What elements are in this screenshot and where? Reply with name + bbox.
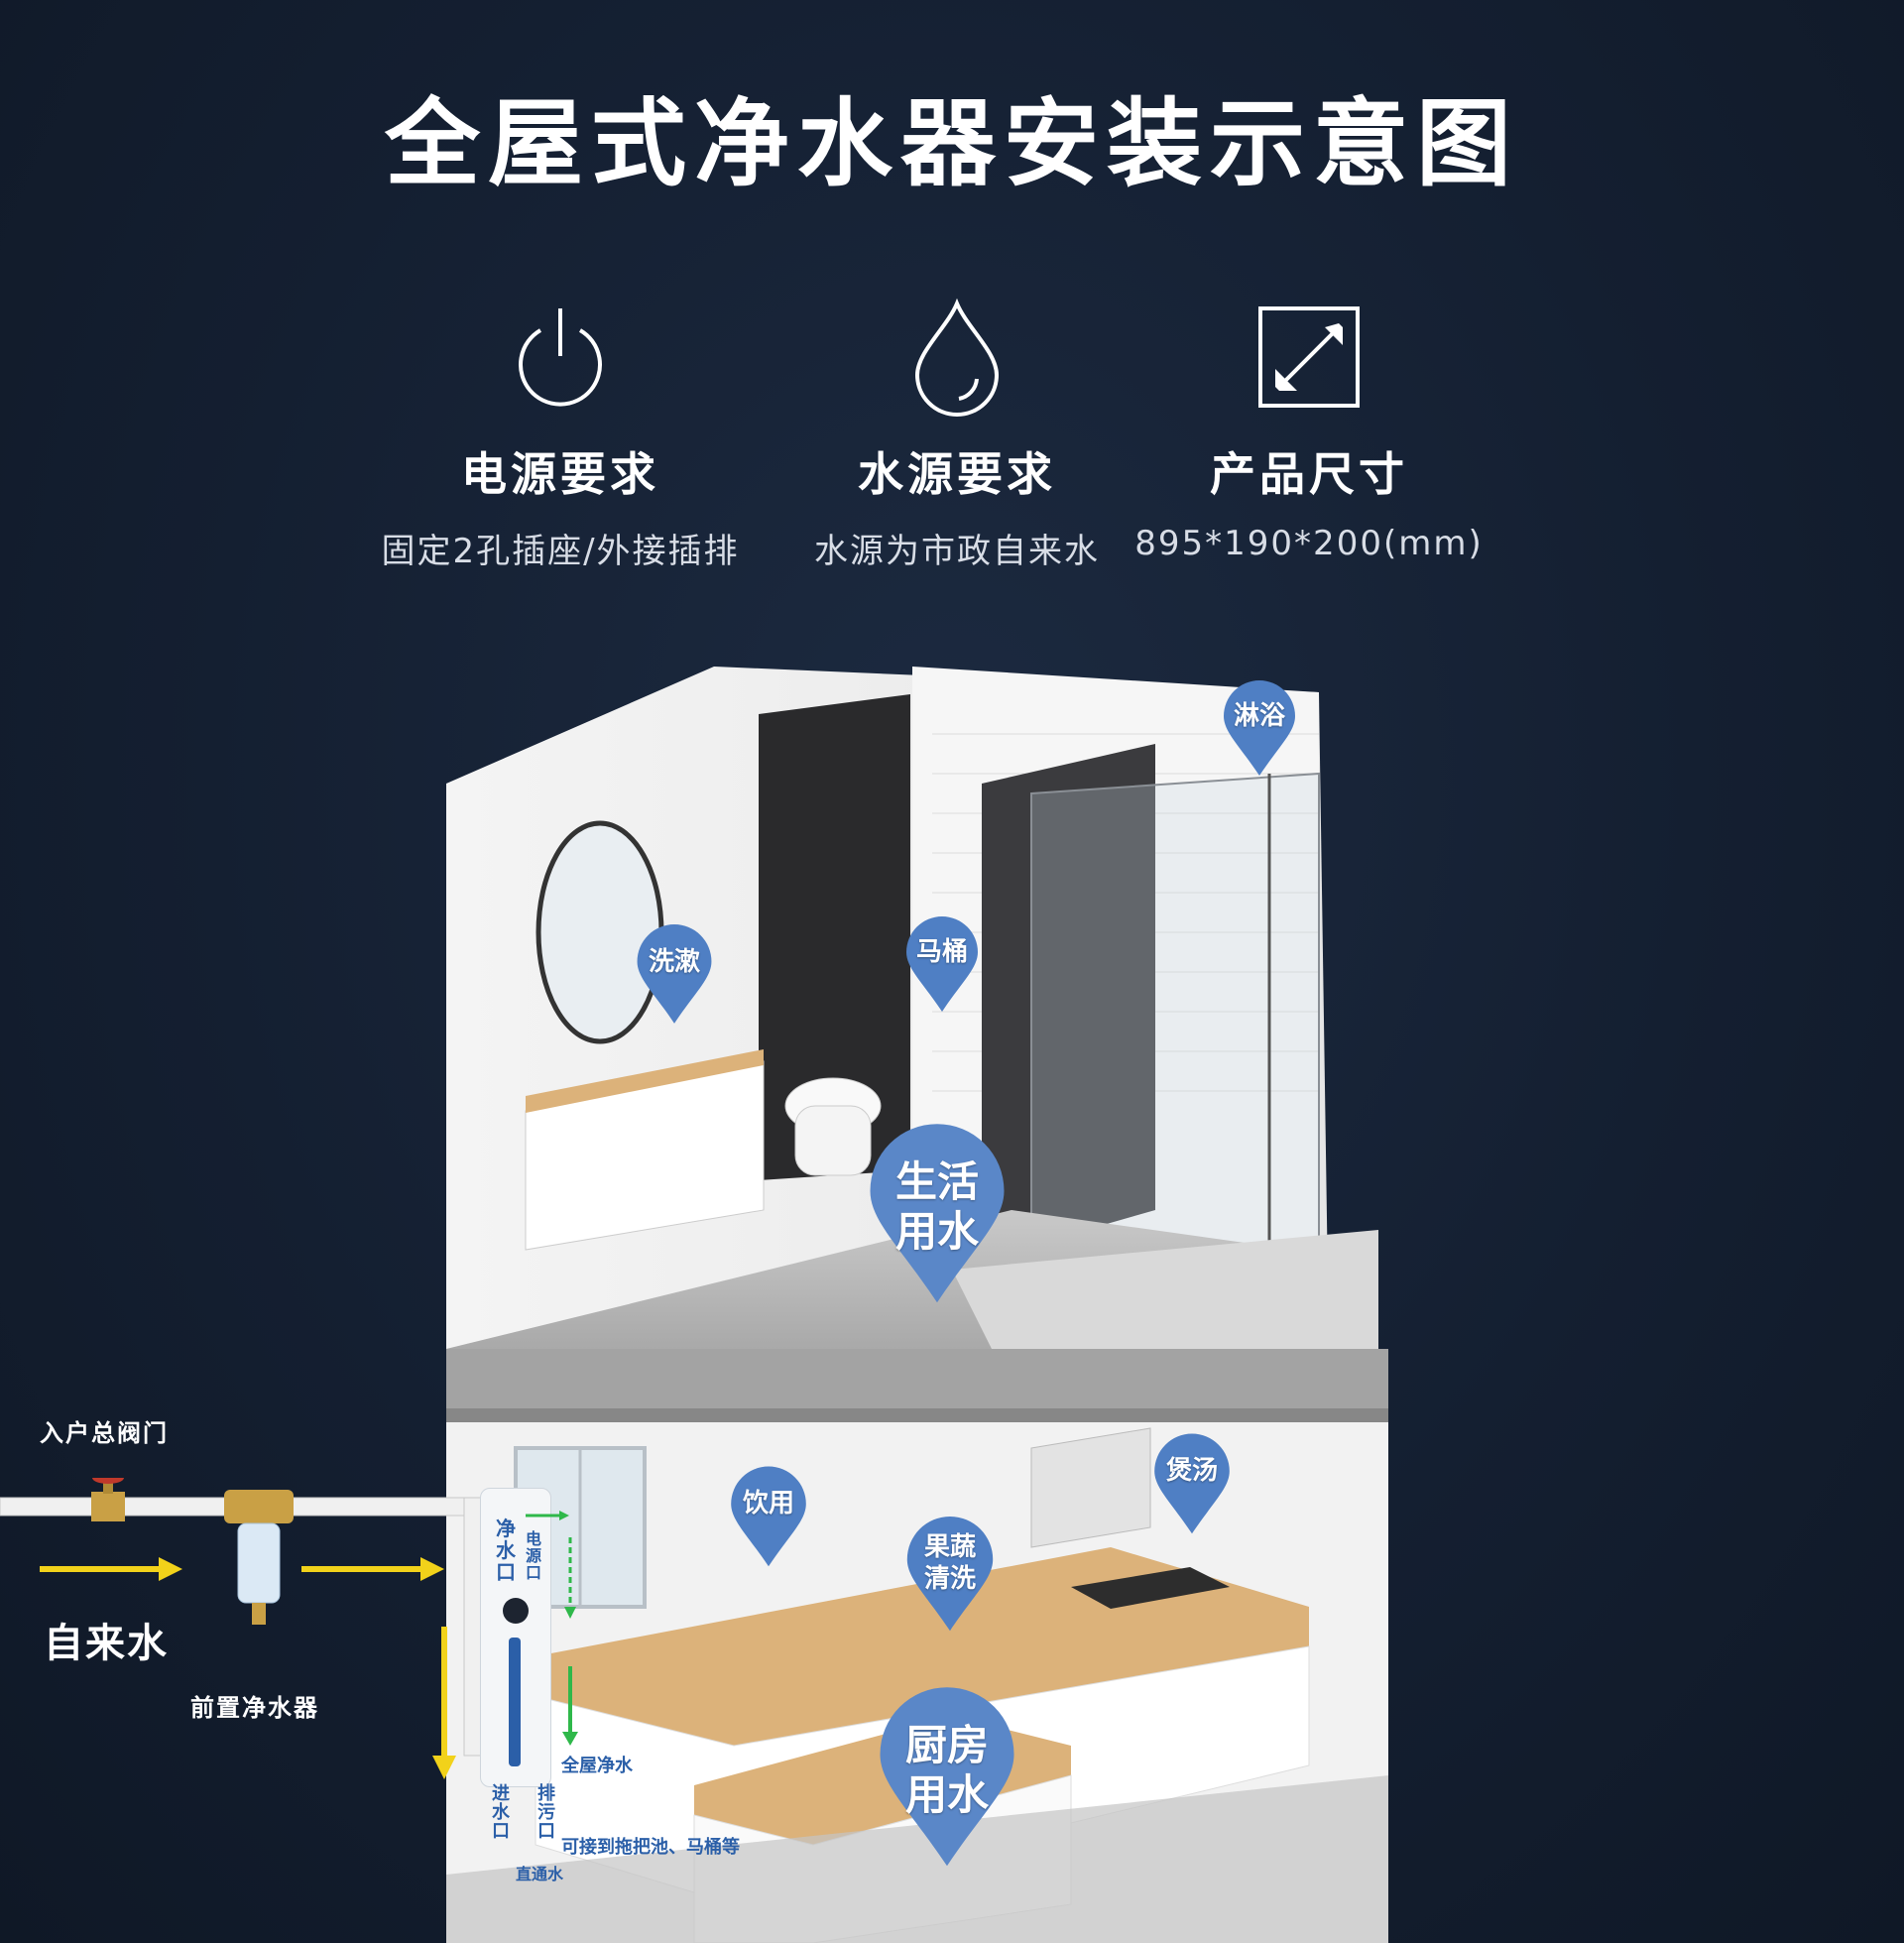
location-pin-icon <box>870 1124 1005 1303</box>
inlet-label: 进水口 <box>492 1783 510 1842</box>
pin-label-line1: 厨房 <box>904 1721 989 1769</box>
spec-water: 水源要求 水源为市政自来水 <box>699 298 1215 572</box>
whole-house-label: 全屋净水 <box>561 1756 633 1776</box>
location-pin-icon <box>906 916 978 1012</box>
pin-drinking[interactable]: 饮用 <box>727 1466 810 1571</box>
spec-title: 水源要求 <box>858 447 1056 501</box>
pin-living-water[interactable]: 生活 用水 <box>863 1123 1012 1311</box>
pin-label-line2: 清洗 <box>923 1564 976 1594</box>
prefilter-label: 前置净水器 <box>190 1694 319 1722</box>
pin-shower[interactable]: 淋浴 <box>1220 680 1299 780</box>
pin-label-line2: 用水 <box>894 1207 979 1256</box>
drain-label: 排污口 <box>537 1783 555 1842</box>
pin-label: 饮用 <box>742 1489 794 1518</box>
pin-soup[interactable]: 煲汤 <box>1150 1433 1234 1538</box>
pin-label: 洗漱 <box>648 947 700 977</box>
pin-label: 淋浴 <box>1233 701 1285 731</box>
location-pin-icon <box>880 1687 1014 1867</box>
valve-label: 入户总阀门 <box>40 1419 169 1447</box>
outlet-label: 净水口 <box>496 1517 516 1584</box>
pin-label-line2: 用水 <box>904 1770 989 1819</box>
unit-display <box>503 1598 529 1624</box>
spec-title: 产品尺寸 <box>1210 447 1408 501</box>
spec-desc: 固定2孔插座/外接插排 <box>381 532 740 571</box>
resize-arrows-icon <box>1258 306 1360 408</box>
spec-desc: 895*190*200(mm) <box>1134 524 1484 563</box>
flow-arrows <box>526 1511 578 1746</box>
location-pin-icon <box>1154 1433 1230 1534</box>
pin-label: 煲汤 <box>1165 1456 1218 1486</box>
location-pin-icon <box>731 1466 806 1567</box>
whole-house-filter-unit <box>480 1488 551 1787</box>
spec-title: 电源要求 <box>461 447 659 501</box>
pin-label-line1: 果蔬 <box>923 1532 976 1562</box>
direct-label: 直通水 <box>516 1865 564 1883</box>
spec-size: 产品尺寸 895*190*200(mm) <box>1051 298 1567 563</box>
water-drop-icon <box>914 298 1000 417</box>
source-label: 自来水 <box>44 1621 169 1666</box>
pin-label-line1: 生活 <box>894 1157 979 1206</box>
pin-kitchen-water[interactable]: 厨房 用水 <box>873 1686 1021 1875</box>
pin-wash[interactable]: 洗漱 <box>633 924 716 1028</box>
inlet-pipe-diagram <box>0 1478 483 1779</box>
location-pin-icon <box>1224 680 1295 776</box>
power-icon <box>519 308 602 407</box>
spec-power: 电源要求 固定2孔插座/外接插排 <box>302 298 818 572</box>
unit-stripe <box>509 1638 521 1766</box>
spec-desc: 水源为市政自来水 <box>814 532 1100 571</box>
pin-label: 马桶 <box>915 937 968 967</box>
power-label: 电源口 <box>526 1529 542 1582</box>
pin-veg-wash[interactable]: 果蔬 清洗 <box>902 1514 998 1639</box>
pin-toilet[interactable]: 马桶 <box>902 916 982 1016</box>
drain-note-label: 可接到拖把池、马桶等 <box>561 1837 740 1858</box>
location-pin-icon <box>637 924 712 1024</box>
page-title: 全屋式净水器安装示意图 <box>385 88 1519 199</box>
location-pin-icon <box>906 1517 994 1632</box>
